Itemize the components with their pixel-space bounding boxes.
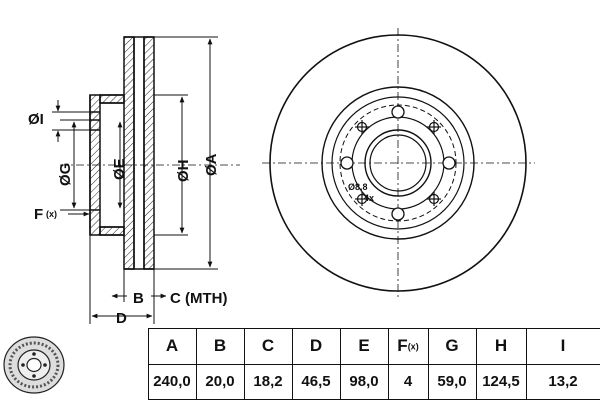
header-B: B [195, 328, 245, 365]
label-dia-E: ØE [111, 158, 128, 180]
label-dia-H: ØH [175, 160, 192, 183]
value-H: 124,5 [475, 363, 527, 400]
side-view-labels: ØI ØG ØE ØH ØA F (x) B C (MTH) D [28, 111, 227, 326]
locating-hole [427, 192, 441, 206]
bolt-hole [442, 156, 456, 170]
technical-drawing: ØI ØG ØE ØH ØA F (x) B C (MTH) D Ø [28, 28, 535, 326]
label-F-suffix: (x) [46, 209, 57, 219]
label-dia-I: ØI [28, 111, 44, 128]
header-F-suffix: (x) [407, 341, 419, 352]
value-F: 4 [387, 363, 429, 400]
locating-hole [355, 192, 369, 206]
value-B: 20,0 [195, 363, 245, 400]
value-G: 59,0 [427, 363, 477, 400]
spec-value-row: 240,0 20,0 18,2 46,5 98,0 4 59,0 124,5 1… [0, 363, 600, 400]
label-D: D [116, 310, 127, 326]
label-dia-G: ØG [57, 163, 74, 186]
value-A: 240,0 [147, 363, 197, 400]
header-F-text: F [397, 336, 408, 356]
value-E: 98,0 [339, 363, 389, 400]
header-D: D [291, 328, 341, 365]
wheel-bolt-holes [340, 105, 456, 221]
label-F: F [34, 206, 43, 223]
label-C: C (MTH) [170, 290, 227, 307]
value-C: 18,2 [243, 363, 293, 400]
side-view-section [60, 36, 240, 270]
label-B: B [133, 290, 144, 307]
label-bolt-count: 4x [364, 193, 374, 203]
locating-hole [355, 120, 369, 134]
bolt-hole [391, 207, 405, 221]
locating-holes [355, 120, 441, 206]
side-view-dimensions [52, 36, 218, 324]
spec-table: A B C D E F(x) G H I 240,0 20,0 18,2 46,… [0, 328, 600, 400]
header-G: G [427, 328, 477, 365]
locating-hole [427, 120, 441, 134]
header-A: A [147, 328, 197, 365]
header-C: C [243, 328, 293, 365]
front-view [262, 28, 535, 298]
spec-header-row: A B C D E F(x) G H I [0, 328, 600, 400]
value-I: 13,2 [525, 363, 600, 400]
header-E: E [339, 328, 389, 365]
header-F: F(x) [387, 328, 429, 365]
header-H: H [475, 328, 527, 365]
value-D: 46,5 [291, 363, 341, 400]
label-bolt-hole-dia: Ø8,8 [348, 182, 368, 192]
label-dia-A: ØA [203, 153, 220, 176]
bolt-hole [391, 105, 405, 119]
bolt-hole [340, 156, 354, 170]
disc-thumbnail [3, 336, 65, 394]
disc-thumbnail-cell [0, 328, 149, 400]
front-view-labels: Ø8,8 4x [348, 182, 374, 203]
header-I: I [525, 328, 600, 365]
